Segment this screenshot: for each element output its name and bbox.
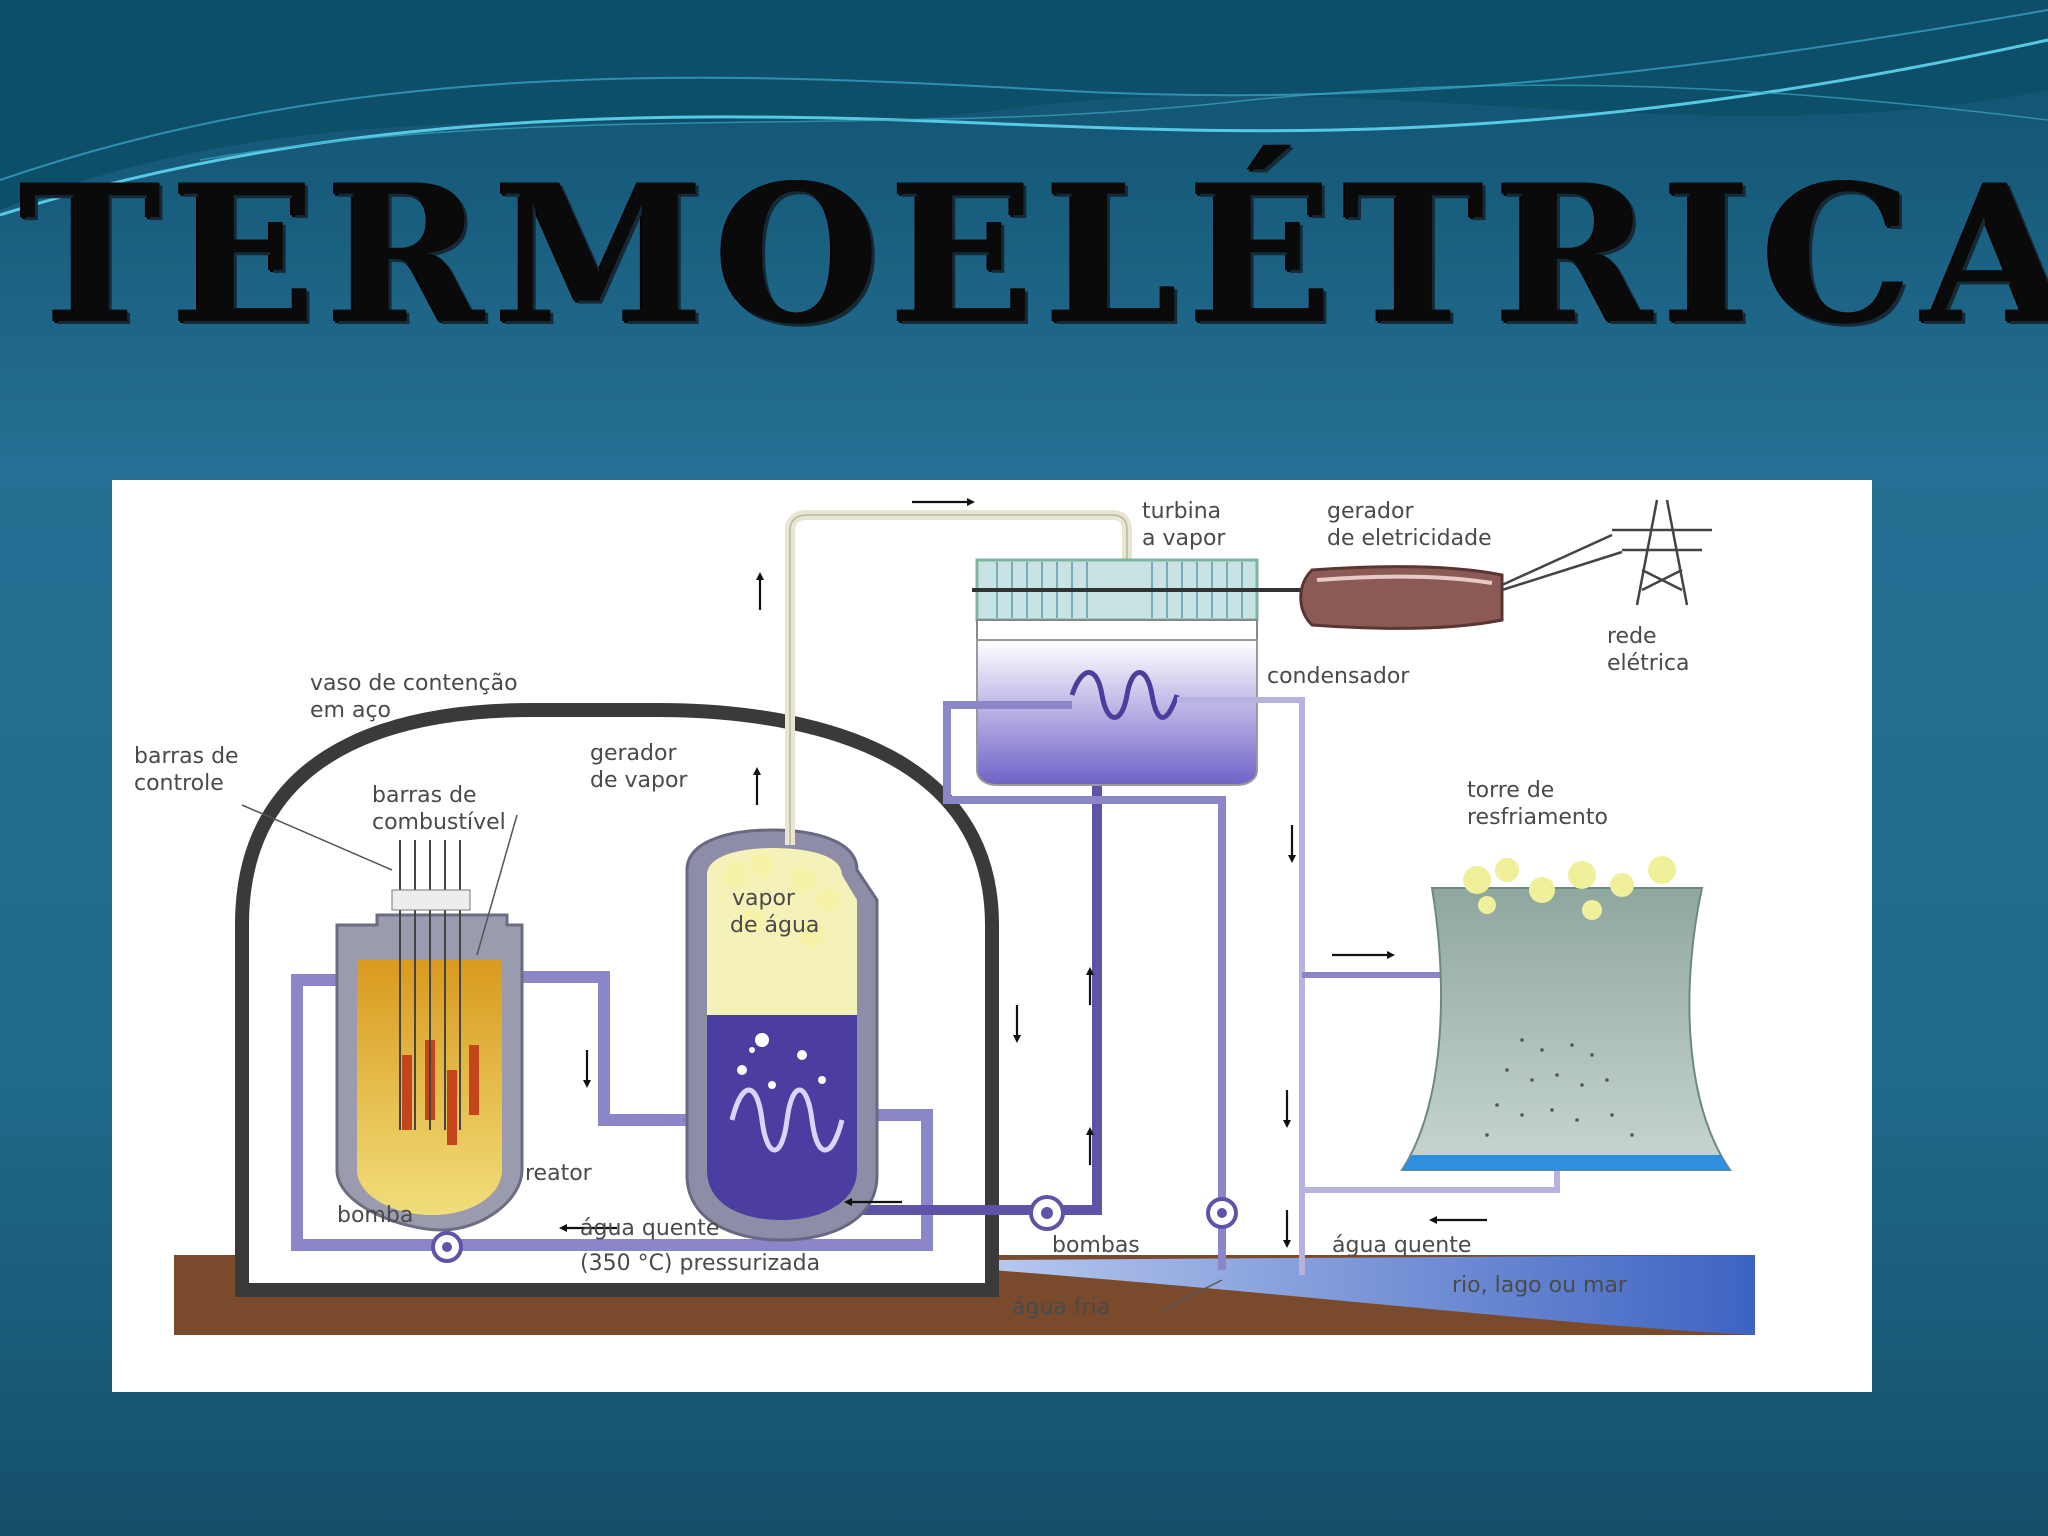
cooling-pump-icon: [1208, 1199, 1236, 1227]
label-torre-2: resfriamento: [1467, 805, 1608, 830]
label-gerador-eletricidade: gerador: [1327, 499, 1414, 524]
label-gerador-vapor: gerador: [590, 741, 677, 766]
label-rio: rio, lago ou mar: [1452, 1273, 1628, 1298]
label-bombas: bombas: [1052, 1233, 1140, 1258]
label-vapor-agua-2: de água: [730, 913, 819, 938]
tower-basin: [1402, 1155, 1730, 1170]
label-vaso-2: em aço: [310, 698, 391, 723]
condenser: [977, 640, 1257, 785]
label-bomba: bomba: [337, 1203, 413, 1228]
label-condensador: condensador: [1267, 664, 1410, 689]
secondary-pump-icon: [1031, 1197, 1063, 1229]
slide-title: TERMOELÉTRICA: [0, 140, 2048, 370]
label-vapor-agua: vapor: [732, 886, 796, 911]
label-turbina: turbina: [1142, 499, 1221, 524]
label-rede: rede: [1607, 624, 1657, 649]
pylon-icon: [1502, 500, 1712, 605]
label-barras-controle: barras de: [134, 744, 239, 769]
label-torre: torre de: [1467, 778, 1554, 803]
label-reator: reator: [525, 1161, 593, 1186]
label-vaso: vaso de contenção: [310, 671, 518, 696]
control-rod-drive: [392, 890, 470, 910]
label-barras-combustivel-2: combustível: [372, 810, 506, 835]
cooling-tower: [1402, 888, 1730, 1170]
label-agua-fria: água fria: [1012, 1295, 1110, 1320]
label-gerador-eletricidade-2: de eletricidade: [1327, 526, 1492, 551]
power-plant-diagram: turbina a vapor gerador de eletricidade …: [112, 480, 1872, 1392]
label-gerador-vapor-2: de vapor: [590, 768, 688, 793]
label-agua-quente-torre: água quente: [1332, 1233, 1471, 1258]
label-barras-controle-2: controle: [134, 771, 224, 796]
condenser-outlet-pipe: [1177, 700, 1302, 1275]
condenser-top: [977, 620, 1257, 642]
coolant-water: [707, 1015, 857, 1220]
label-agua-quente-reator: água quente: [580, 1216, 719, 1241]
label-rede-2: elétrica: [1607, 651, 1690, 676]
label-barras-combustivel: barras de: [372, 783, 477, 808]
label-turbina-2: a vapor: [1142, 526, 1226, 551]
reactor-pump-icon: [433, 1233, 461, 1261]
label-pressurizada: (350 °C) pressurizada: [580, 1251, 820, 1276]
